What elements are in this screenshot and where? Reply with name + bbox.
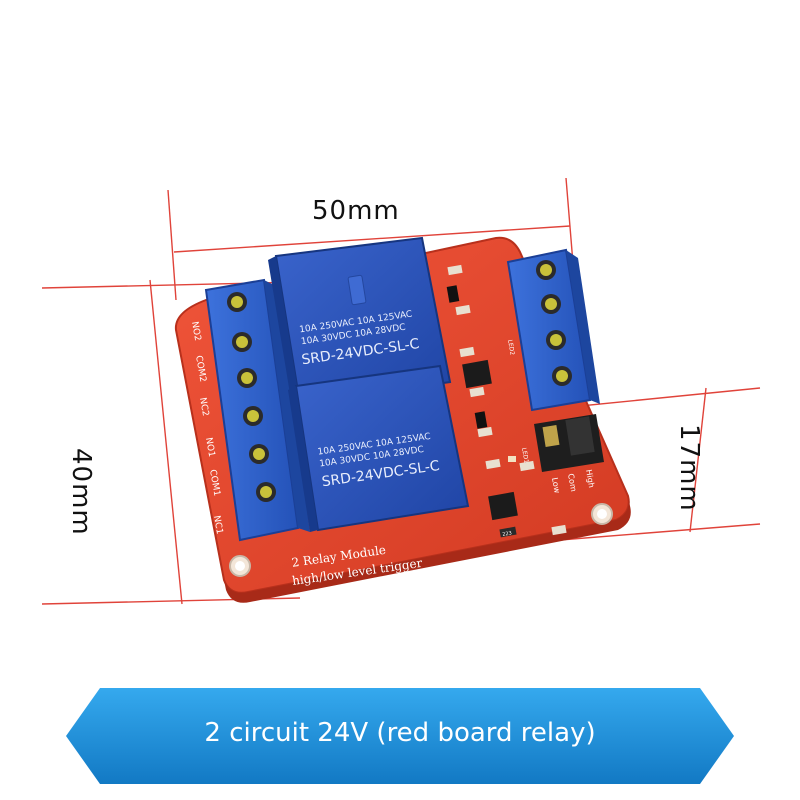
relay-2: 10A 250VAC 10A 125VAC 10A 30VDC 10A 28VD… xyxy=(288,364,470,532)
led-label-2: LED2 xyxy=(506,339,516,356)
pin-label-com1: COM1 xyxy=(207,469,222,497)
pin-label-no2: NO2 xyxy=(189,321,202,342)
resistor-code: 223 xyxy=(502,530,512,538)
right-terminal-block xyxy=(506,248,600,412)
led-labels: LED1 LED2 xyxy=(506,339,530,464)
width-dimension-label: 50mm xyxy=(312,196,400,226)
jumper-label-low: Low xyxy=(550,477,562,495)
pin-labels: NO2 COM2 NC2 NO1 COM1 NC1 xyxy=(189,321,224,535)
height-dimension-label: 40mm xyxy=(66,448,96,536)
pin-label-nc1: NC1 xyxy=(211,515,224,535)
pin-label-no1: NO1 xyxy=(203,437,216,458)
jumper-label-com: Com xyxy=(566,473,578,493)
led-label-1: LED1 xyxy=(520,447,530,464)
relay-1: 10A 250VAC 10A 125VAC 10A 30VDC 10A 28VD… xyxy=(268,236,452,406)
pin-label-nc2: NC2 xyxy=(197,397,210,417)
jumper-header xyxy=(534,414,604,472)
pin-label-com2: COM2 xyxy=(193,355,208,383)
board-edge xyxy=(224,496,631,603)
caption-text: 2 circuit 24V (red board relay) xyxy=(204,718,596,748)
smd-components: 223 xyxy=(446,264,567,538)
caption-banner xyxy=(66,688,734,784)
jumper-labels: Low Com High xyxy=(550,469,596,495)
side-height-dimension-label: 17mm xyxy=(674,424,704,512)
mounting-holes xyxy=(229,503,613,577)
jumper-label-high: High xyxy=(584,469,596,489)
terminal-screws-left xyxy=(227,292,276,502)
